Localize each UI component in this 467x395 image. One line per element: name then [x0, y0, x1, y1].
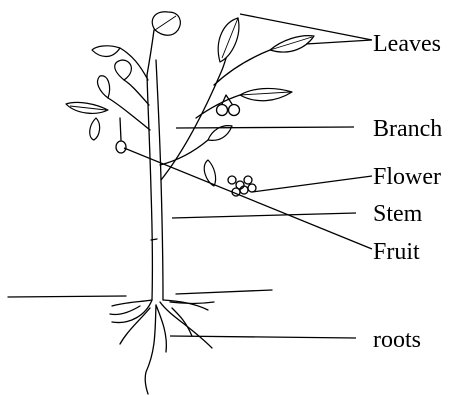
leaf — [92, 46, 120, 57]
label-leaves: Leaves — [373, 31, 441, 57]
roots-pointer — [170, 336, 356, 338]
label-fruit: Fruit — [373, 239, 420, 265]
fruit-shape — [229, 105, 240, 116]
leaves-pointer — [306, 40, 372, 44]
leaves — [66, 12, 314, 186]
leaf — [90, 118, 100, 140]
flower-bud — [244, 176, 252, 184]
flower-pointer — [252, 176, 372, 192]
stem-pointer — [172, 213, 356, 218]
flower-bud — [228, 176, 236, 184]
roots — [110, 300, 214, 394]
fruit-shape — [217, 105, 228, 116]
flower-bud — [248, 184, 256, 192]
ground-line — [8, 290, 272, 297]
flower-cluster — [228, 176, 256, 196]
fruits — [116, 95, 240, 153]
label-stem: Stem — [373, 201, 423, 227]
branches — [108, 18, 270, 180]
leaf — [204, 160, 215, 186]
label-roots: roots — [373, 327, 421, 353]
leaf — [115, 60, 132, 80]
fruit-shape — [116, 141, 126, 153]
branch-pointer — [176, 127, 354, 128]
leaf — [98, 76, 110, 98]
leaf — [152, 12, 180, 36]
label-flower: Flower — [373, 164, 441, 190]
label-branch: Branch — [373, 116, 442, 142]
